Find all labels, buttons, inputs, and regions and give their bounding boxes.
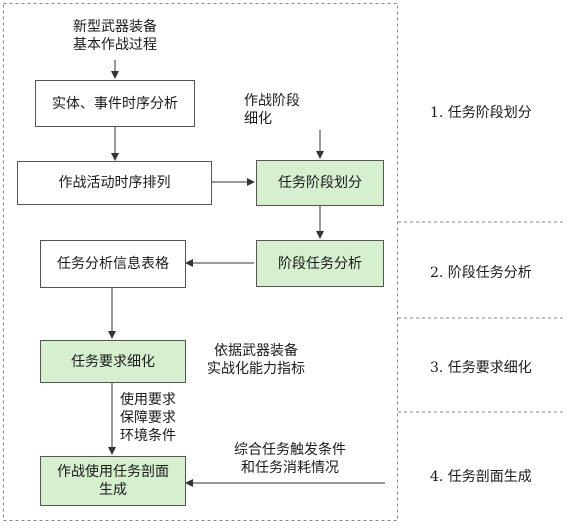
phase-refine-line: 作战阶段 bbox=[244, 93, 300, 109]
capability-index-line: 依据武器装备 bbox=[214, 343, 298, 359]
activity-arrange-box: 作战活动时序排列 bbox=[17, 161, 212, 205]
task-requirement-refine-label: 任务要求细化 bbox=[71, 353, 155, 370]
trigger-consumption-input: 综合任务触发条件 和任务消耗情况 bbox=[215, 441, 365, 477]
task-info-table-box: 任务分析信息表格 bbox=[40, 240, 186, 288]
usage-requirements-line: 环境条件 bbox=[120, 428, 176, 444]
trigger-consumption-line: 综合任务触发条件 bbox=[234, 442, 346, 458]
stage-label-1: 1. 任务阶段划分 bbox=[430, 105, 532, 121]
top-process-label: 新型武器装备 基本作战过程 bbox=[50, 18, 180, 54]
top-label-line: 新型武器装备 bbox=[73, 19, 157, 35]
stage-label-2: 2. 阶段任务分析 bbox=[430, 265, 532, 281]
task-info-table-label: 任务分析信息表格 bbox=[57, 256, 169, 272]
profile-generation-label: 作战使用任务剖面 bbox=[57, 464, 169, 480]
top-label-line: 基本作战过程 bbox=[73, 37, 157, 53]
task-phase-division-label: 任务阶段划分 bbox=[278, 175, 362, 191]
profile-generation-label: 生成 bbox=[99, 482, 127, 498]
trigger-consumption-line: 和任务消耗情况 bbox=[241, 460, 339, 476]
activity-arrange-label: 作战活动时序排列 bbox=[58, 175, 171, 191]
usage-requirements-line: 使用要求 bbox=[120, 392, 176, 408]
usage-requirements-line: 保障要求 bbox=[120, 410, 176, 426]
capability-index-line: 实战化能力指标 bbox=[207, 361, 305, 377]
entity-event-label: 实体、事件时序分析 bbox=[52, 95, 178, 112]
stage-label-4: 4. 任务剖面生成 bbox=[430, 469, 532, 485]
task-requirement-refine-box: 任务要求细化 bbox=[40, 340, 186, 383]
phase-task-analysis-label: 阶段任务分析 bbox=[278, 255, 362, 272]
profile-generation-box: 作战使用任务剖面 生成 bbox=[40, 456, 186, 506]
entity-event-box: 实体、事件时序分析 bbox=[35, 80, 195, 127]
stage-label-3: 3. 任务要求细化 bbox=[430, 360, 532, 376]
usage-requirements-input: 使用要求 保障要求 环境条件 bbox=[120, 391, 200, 445]
capability-index-input: 依据武器装备 实战化能力指标 bbox=[196, 342, 316, 378]
phase-refine-line: 细化 bbox=[244, 111, 272, 127]
phase-task-analysis-box: 阶段任务分析 bbox=[256, 240, 384, 287]
phase-refine-input: 作战阶段 细化 bbox=[244, 92, 324, 128]
task-phase-division-box: 任务阶段划分 bbox=[256, 160, 384, 206]
